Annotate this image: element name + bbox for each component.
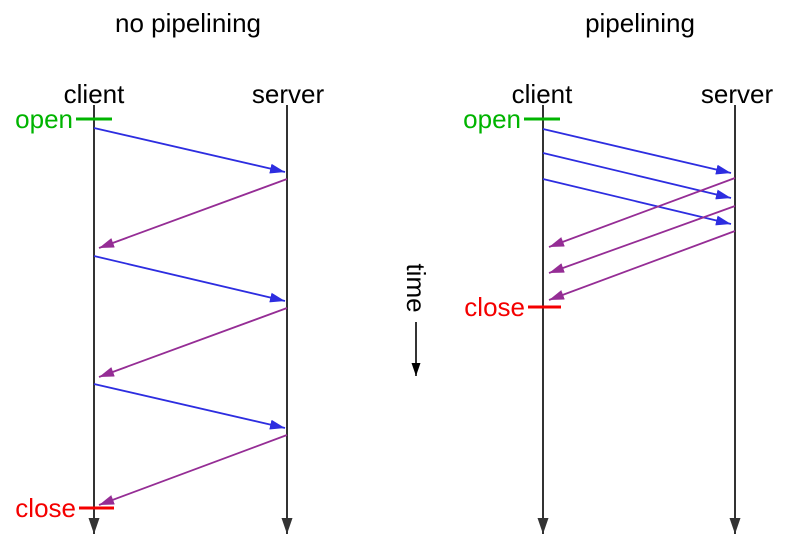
request-arrow-2	[93, 255, 286, 303]
response-arrow-3	[98, 434, 288, 506]
response-arrow-2	[98, 307, 288, 378]
response-arrow-1	[548, 177, 736, 248]
client-label: client	[64, 79, 125, 109]
request-arrow-1	[93, 127, 286, 174]
request-arrow-3	[542, 178, 732, 226]
response-arrow-2	[548, 205, 736, 274]
panel-no-pipelining: no pipelining client server open close	[15, 8, 324, 534]
panel-pipelining: pipelining client server open close	[463, 8, 773, 534]
response-arrow-3	[548, 230, 736, 301]
client-label: client	[512, 79, 573, 109]
server-label: server	[701, 79, 774, 109]
open-label: open	[15, 104, 73, 134]
time-label: time	[401, 263, 431, 312]
response-arrow-1	[98, 178, 288, 249]
request-arrow-2	[542, 152, 732, 200]
server-label: server	[252, 79, 325, 109]
close-label: close	[15, 493, 76, 523]
open-label: open	[463, 104, 521, 134]
panel-title: no pipelining	[115, 8, 261, 38]
request-arrow-3	[93, 383, 286, 430]
panel-title: pipelining	[585, 8, 695, 38]
request-arrow-1	[542, 128, 732, 175]
close-label: close	[464, 292, 525, 322]
time-axis: time	[401, 263, 431, 376]
